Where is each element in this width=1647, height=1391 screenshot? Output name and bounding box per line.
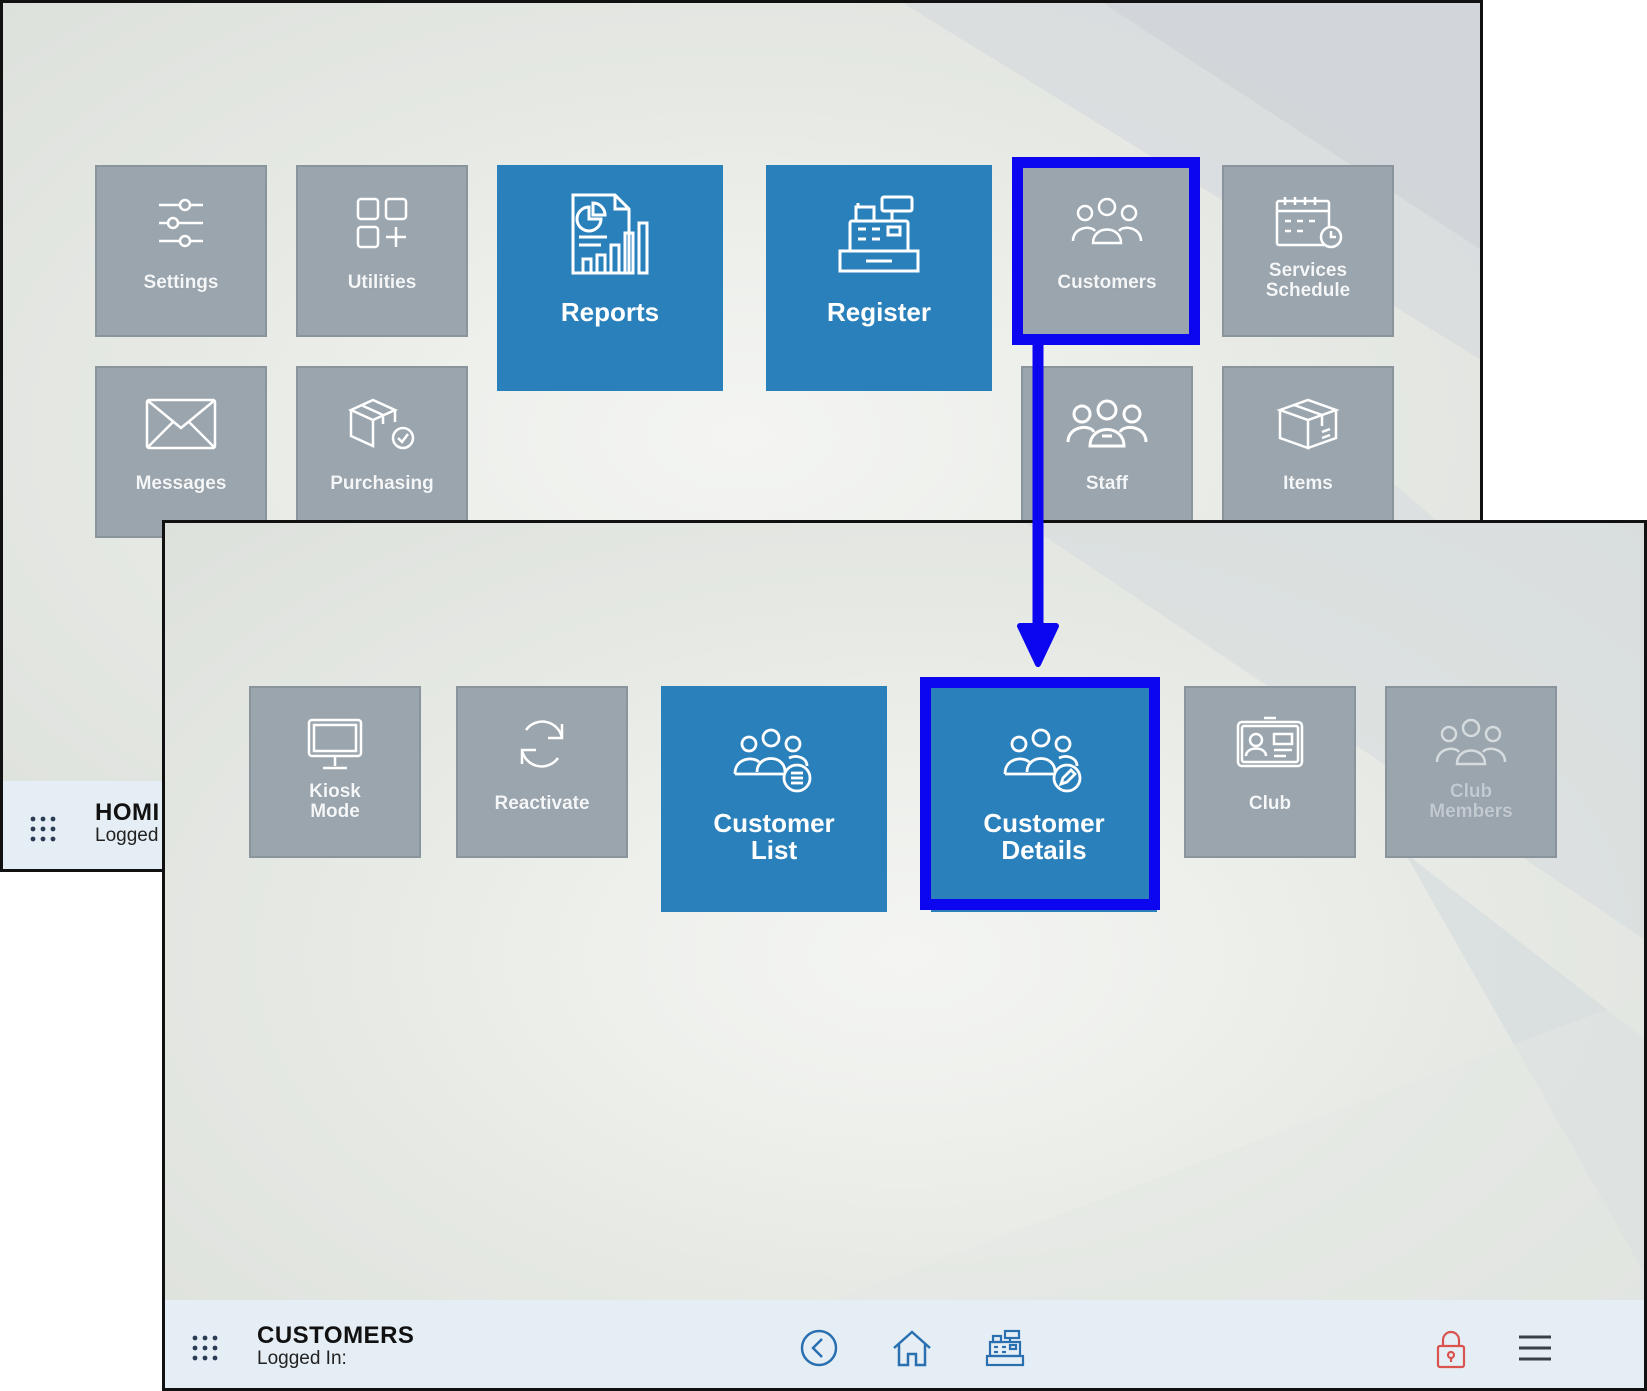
calendar-clock-icon bbox=[1275, 197, 1343, 249]
logged-in-text: Logged In: bbox=[257, 1348, 347, 1369]
page-title: CUSTOMERS bbox=[257, 1322, 415, 1349]
club-members-icon bbox=[1435, 718, 1507, 766]
reports-icon bbox=[571, 193, 649, 275]
staff-icon bbox=[1066, 399, 1148, 448]
kiosk-mode-tile[interactable]: Kiosk Mode bbox=[249, 686, 421, 858]
page-title: HOMI bbox=[95, 799, 160, 826]
lock-icon[interactable] bbox=[1435, 1330, 1467, 1370]
utilities-icon bbox=[356, 197, 408, 249]
monitor-icon bbox=[307, 718, 363, 770]
box-check-icon bbox=[347, 398, 415, 450]
club-members-tile[interactable]: Club Members bbox=[1385, 686, 1557, 858]
staff-label: Staff bbox=[1085, 473, 1129, 494]
cash-register-icon bbox=[838, 195, 920, 273]
sliders-icon bbox=[159, 198, 203, 248]
club-tile[interactable]: Club bbox=[1184, 686, 1356, 858]
utilities-label: Utilities bbox=[347, 272, 417, 293]
reactivate-label: Reactivate bbox=[494, 793, 590, 814]
register-label: Register bbox=[826, 297, 932, 327]
kiosk-mode-label: Kiosk Mode bbox=[309, 781, 361, 822]
refresh-icon bbox=[520, 720, 564, 768]
customer-list-label: Customer List bbox=[713, 808, 835, 866]
customers-tile[interactable]: Customers bbox=[1021, 165, 1193, 337]
back-icon[interactable] bbox=[799, 1328, 839, 1368]
reports-tile[interactable]: Reports bbox=[497, 165, 723, 391]
id-card-icon bbox=[1236, 716, 1304, 768]
club-members-label: Club Members bbox=[1429, 781, 1513, 822]
messages-tile[interactable]: Messages bbox=[95, 366, 267, 538]
grid-menu-icon[interactable] bbox=[191, 1334, 219, 1362]
grid-menu-icon[interactable] bbox=[29, 815, 57, 843]
register-icon[interactable] bbox=[985, 1328, 1025, 1368]
hamburger-menu-icon[interactable] bbox=[1517, 1333, 1553, 1363]
customer-list-icon bbox=[733, 728, 812, 793]
customers-screen: Kiosk Mode Reactivate Customer List bbox=[162, 520, 1647, 1391]
reactivate-tile[interactable]: Reactivate bbox=[456, 686, 628, 858]
package-icon bbox=[1276, 398, 1340, 450]
items-label: Items bbox=[1283, 473, 1333, 494]
register-tile[interactable]: Register bbox=[766, 165, 992, 391]
club-label: Club bbox=[1248, 793, 1292, 814]
background-shape bbox=[825, 523, 1644, 1303]
customers-footer: CUSTOMERS Logged In: bbox=[165, 1300, 1644, 1388]
services-schedule-tile[interactable]: Services Schedule bbox=[1222, 165, 1394, 337]
reports-label: Reports bbox=[560, 297, 660, 327]
services-schedule-label: Services Schedule bbox=[1265, 260, 1351, 301]
settings-tile[interactable]: Settings bbox=[95, 165, 267, 337]
messages-label: Messages bbox=[135, 473, 227, 494]
customer-details-tile[interactable]: Customer Details bbox=[931, 686, 1157, 912]
envelope-icon bbox=[145, 398, 217, 450]
settings-label: Settings bbox=[143, 272, 219, 293]
customers-icon bbox=[1071, 197, 1143, 245]
customer-details-icon bbox=[1003, 728, 1082, 793]
customer-details-label: Customer Details bbox=[983, 808, 1105, 866]
customer-list-tile[interactable]: Customer List bbox=[661, 686, 887, 912]
staff-tile[interactable]: Staff bbox=[1021, 366, 1193, 538]
items-tile[interactable]: Items bbox=[1222, 366, 1394, 538]
home-icon[interactable] bbox=[891, 1328, 933, 1368]
purchasing-tile[interactable]: Purchasing bbox=[296, 366, 468, 538]
utilities-tile[interactable]: Utilities bbox=[296, 165, 468, 337]
logged-in-text: Logged bbox=[95, 825, 159, 846]
customers-label: Customers bbox=[1057, 272, 1157, 293]
purchasing-label: Purchasing bbox=[330, 473, 434, 494]
